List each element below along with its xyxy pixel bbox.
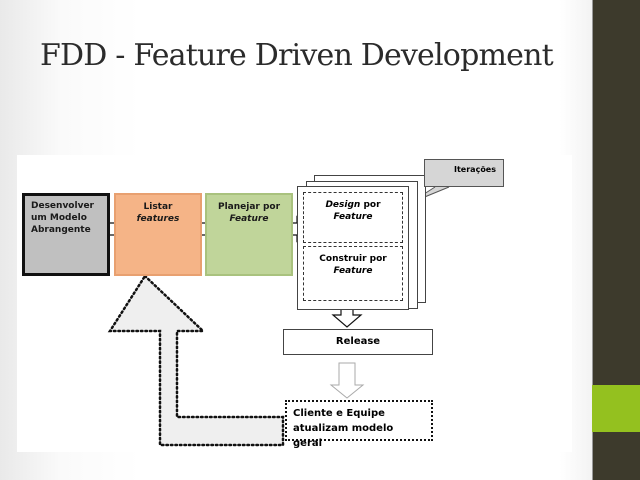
iterations-callout: Iterações xyxy=(424,159,504,187)
design-line2: Feature xyxy=(333,212,373,222)
arrow-down-icon xyxy=(329,362,365,399)
step1-line3: Abrangente xyxy=(31,225,91,235)
step-develop-model: Desenvolver um Modelo Abrangente xyxy=(22,193,110,276)
build-by-feature: Construir por Feature xyxy=(303,246,403,301)
step-list-features: Listar features xyxy=(114,193,202,276)
release-box: Release xyxy=(283,329,433,355)
step-plan-by-feature: Planejar por Feature xyxy=(205,193,293,276)
fdd-diagram: Desenvolver um Modelo Abrangente Listar … xyxy=(17,155,572,452)
step2-line1: Listar xyxy=(143,202,173,212)
client-team-update-box: Cliente e Equipe atualizam modelo geral xyxy=(285,400,433,449)
iteration-page-front xyxy=(297,186,409,310)
feedback-arrow xyxy=(107,274,285,447)
build-line1: Construir por xyxy=(319,254,387,264)
design-by-feature: Design por Feature xyxy=(303,192,403,243)
design-word: Design xyxy=(325,200,361,210)
step2-line2: features xyxy=(136,214,180,224)
step3-line2: Feature xyxy=(229,214,269,224)
step1-line2: um Modelo xyxy=(31,213,87,223)
build-line2: Feature xyxy=(333,266,373,276)
feedback-line1: Cliente e Equipe xyxy=(293,408,385,419)
step1-line1: Desenvolver xyxy=(31,201,94,211)
design-por: por xyxy=(360,200,381,210)
arrow-down-icon xyxy=(331,307,363,328)
slide-title: FDD - Feature Driven Development xyxy=(40,38,554,73)
sidebar-accent xyxy=(592,385,640,432)
step3-line1: Planejar por xyxy=(217,202,281,212)
feedback-line2: atualizam modelo geral xyxy=(293,423,394,449)
